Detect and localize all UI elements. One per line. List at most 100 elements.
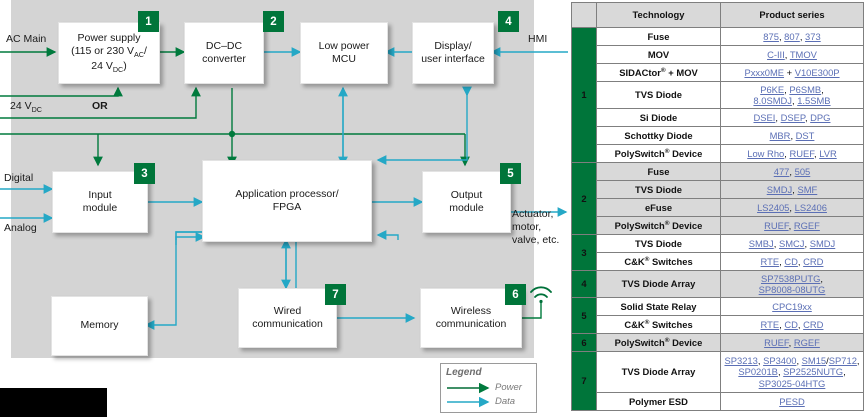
product-link[interactable]: DPG — [810, 111, 831, 123]
product-link[interactable]: 807 — [784, 30, 800, 42]
product-link[interactable]: SM15 — [801, 355, 827, 367]
product-link[interactable]: SP3025-04HTG — [758, 377, 826, 389]
product-series-cell[interactable]: SMBJ, SMCJ, SMDJ — [720, 234, 864, 253]
product-link[interactable]: PESD — [779, 395, 805, 407]
product-link[interactable]: 477 — [773, 165, 790, 177]
product-series-cell[interactable]: DSEI, DSEP, DPG — [720, 108, 864, 127]
product-series-cell[interactable]: P6KE, P6SMB,8.0SMDJ, 1.5SMB — [720, 81, 864, 109]
product-link[interactable]: SMDJ — [809, 237, 836, 249]
product-series-cell[interactable]: RTE, CD, CRD — [720, 252, 864, 271]
product-link[interactable]: SP7538PUTG — [760, 272, 821, 284]
product-series-cell[interactable]: MBR, DST — [720, 126, 864, 145]
product-link[interactable]: Low Rho — [747, 147, 785, 159]
separator: , — [778, 30, 785, 42]
product-link[interactable]: RUEF — [789, 147, 814, 159]
product-series-cell[interactable]: RUEF, RGEF — [720, 333, 864, 352]
product-link[interactable]: Pxxx0ME — [744, 66, 785, 78]
block-memory[interactable]: Memory — [51, 296, 148, 356]
product-link[interactable]: LS2405 — [757, 201, 790, 213]
block-application-processor[interactable]: Application processor/FPGA — [202, 160, 372, 242]
product-link[interactable]: RTE — [760, 255, 780, 267]
product-link[interactable]: RGEF — [793, 219, 820, 231]
product-link[interactable]: DSEP — [780, 111, 805, 123]
product-link[interactable]: SP3213 — [724, 355, 758, 367]
product-series-cell[interactable]: C-III, TMOV — [720, 45, 864, 64]
label-actuator: Actuator, motor, valve, etc. — [512, 208, 560, 246]
separator: , — [784, 48, 790, 60]
product-link[interactable]: SMF — [797, 183, 818, 195]
separator: , — [789, 201, 795, 213]
technology-cell: Solid State Relay — [596, 297, 721, 316]
product-series-cell[interactable]: 477, 505 — [720, 162, 864, 181]
badge-2: 2 — [263, 11, 284, 32]
product-link[interactable]: SP712 — [828, 355, 857, 367]
product-link[interactable]: SMCJ — [778, 237, 805, 249]
block-diagram: Power supply(115 or 230 VAC/24 VDC) 1 DC… — [0, 0, 568, 417]
product-link[interactable]: CPC19xx — [772, 300, 812, 312]
product-link[interactable]: 505 — [794, 165, 811, 177]
product-link[interactable]: C-III — [767, 48, 785, 60]
product-series-cell[interactable]: 875, 807, 373 — [720, 27, 864, 46]
product-link[interactable]: CD — [784, 255, 798, 267]
product-link[interactable]: RUEF — [764, 219, 789, 231]
product-link[interactable]: RTE — [760, 318, 780, 330]
block-display-user-interface[interactable]: Display/user interface — [412, 22, 494, 84]
product-link[interactable]: SMDJ — [766, 183, 793, 195]
product-link[interactable]: SP0201B — [738, 366, 778, 378]
product-link[interactable]: SP2525NUTG — [783, 366, 844, 378]
product-series-cell[interactable]: SP7538PUTG,SP8008-08UTG — [720, 270, 864, 298]
block-power-supply[interactable]: Power supply(115 or 230 VAC/24 VDC) — [58, 22, 160, 84]
product-link[interactable]: TMOV — [789, 48, 817, 60]
product-link[interactable]: DSEI — [753, 111, 776, 123]
product-link[interactable]: 8.0SMDJ — [753, 95, 792, 106]
product-link[interactable]: CD — [784, 318, 798, 330]
product-link[interactable]: LS2406 — [794, 201, 827, 213]
product-link[interactable]: DST — [795, 129, 815, 141]
product-link[interactable]: V10E300P — [794, 66, 840, 78]
product-series-cell[interactable]: PESD — [720, 392, 864, 411]
product-series-cell[interactable]: LS2405, LS2406 — [720, 198, 864, 217]
product-series-cell[interactable]: Pxxx0ME + V10E300P — [720, 63, 864, 82]
product-link[interactable]: P6SMB — [789, 83, 822, 95]
product-link[interactable]: 373 — [805, 30, 821, 42]
product-link[interactable]: LVR — [819, 147, 837, 159]
separator: , — [843, 366, 846, 378]
product-link[interactable]: RUEF — [764, 336, 789, 348]
product-series-cell[interactable]: RUEF, RGEF — [720, 216, 864, 235]
product-series-cell[interactable]: SP3213, SP3400, SM15/SP712,SP0201B, SP25… — [720, 351, 864, 393]
product-series-cell[interactable]: CPC19xx — [720, 297, 864, 316]
product-link[interactable]: SP8008-08UTG — [758, 284, 826, 295]
product-link[interactable]: SMBJ — [748, 237, 774, 249]
product-series-cell[interactable]: Low Rho, RUEF, LVR — [720, 144, 864, 163]
product-link[interactable]: P6KE — [760, 83, 785, 95]
product-link[interactable]: CRD — [803, 318, 824, 330]
product-link[interactable]: CRD — [803, 255, 824, 267]
product-series-cell[interactable]: RTE, CD, CRD — [720, 315, 864, 334]
group-number-6: 6 — [571, 333, 597, 352]
product-link[interactable]: SP3400 — [763, 355, 797, 367]
product-link[interactable]: 1.5SMB — [797, 95, 831, 106]
product-link[interactable]: MBR — [769, 129, 791, 141]
product-link[interactable]: 875 — [763, 30, 779, 42]
block-display-user-interface-label: Display/user interface — [421, 39, 485, 65]
product-series-cell[interactable]: SMDJ, SMF — [720, 180, 864, 199]
product-link[interactable]: RGEF — [793, 336, 820, 348]
